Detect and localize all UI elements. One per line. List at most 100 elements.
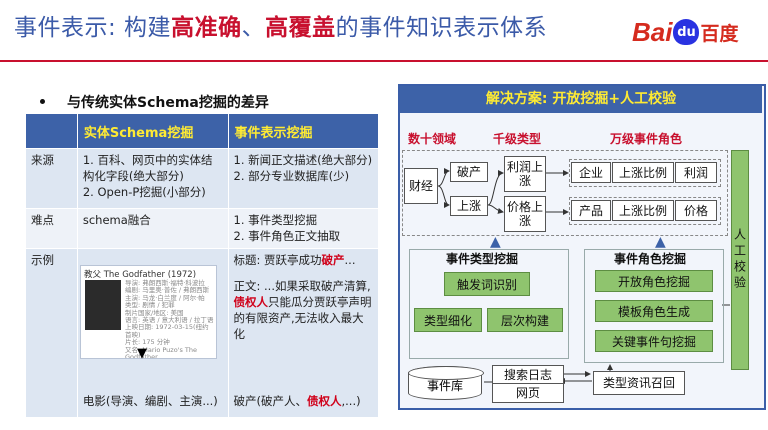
label-domains: 数十领域: [408, 132, 457, 146]
example-text: 正文: ...如果采取破产清算,: [233, 279, 371, 293]
row-label-difficulty: 难点: [25, 208, 78, 249]
title-highlight-coverage: 高覆盖: [265, 15, 336, 41]
node-label: 破产: [456, 165, 481, 179]
node-label: 财经: [408, 179, 433, 193]
poster-line: 类型: 剧情 / 犯罪: [125, 301, 175, 310]
role-group-price: [569, 197, 721, 225]
table-header-entity-schema: 实体Schema挖掘: [76, 113, 229, 149]
solution-panel-header: 解决方案: 开放挖掘+人工校验: [400, 86, 762, 113]
cell-line: 2. Open-P挖掘(小部分): [82, 185, 206, 199]
template-role-gen: 模板角色生成: [595, 300, 713, 322]
poster-line: 上映日期: 1972-03-15(纽约首映): [125, 323, 209, 339]
cell-line: 1. 百科、网页中的实体结构化字段(绝大部分): [82, 153, 213, 183]
event-db-label: 事件库: [426, 379, 463, 393]
example-text: ...: [344, 253, 356, 267]
title-highlight-accuracy: 高准确: [171, 15, 242, 41]
step-label: 关键事件句挖掘: [611, 334, 696, 349]
title-part: 的事件知识表示体系: [335, 15, 548, 41]
table-row: 来源 1. 百科、网页中的实体结构化字段(绝大部分) 2. Open-P挖掘(小…: [25, 148, 379, 209]
poster-line: 语言: 英语 / 意大利语 / 拉丁语: [125, 316, 214, 325]
comparison-table: 实体Schema挖掘 事件表示挖掘 来源 1. 百科、网页中的实体结构化字段(绝…: [25, 113, 379, 418]
example-frame-line: 破产(破产人、债权人,...): [234, 393, 361, 409]
step-label: 触发词识别: [456, 277, 517, 292]
title-part: 事件表示: 构建: [14, 15, 172, 41]
poster-line: 编剧: 马里奥·普佐 / 弗朗西斯: [125, 286, 210, 295]
bullet-dot-icon: [40, 98, 45, 104]
baidu-logo: Bai du 百度: [632, 14, 738, 50]
logo-text-baidu-cn: 百度: [700, 22, 739, 45]
poster-line: 片长: 175 分钟: [125, 338, 170, 347]
role-label: 产品: [578, 203, 603, 218]
role-rise-ratio: 上涨比例: [612, 200, 674, 221]
step-label: 层次构建: [500, 313, 549, 328]
node-label: 利润上涨: [506, 160, 543, 188]
manual-check-label: 人工校验: [732, 228, 747, 292]
section-bullet: 与传统实体Schema挖掘的差异: [40, 92, 269, 112]
cell-line: 2. 事件角色正文抽取: [233, 229, 341, 243]
role-profit: 利润: [675, 162, 717, 183]
cell-line: 1. 新闻正文描述(绝大部分): [233, 153, 373, 167]
example-highlight: 债权人: [233, 295, 269, 309]
table-header-event-repr: 事件表示挖掘: [227, 113, 379, 149]
solution-panel: [398, 84, 766, 410]
arrow-down-icon: ▼: [137, 346, 147, 361]
recall-label: 类型资讯召回: [602, 376, 675, 390]
example-highlight: 债权人: [307, 394, 342, 408]
role-label: 上涨比例: [618, 165, 667, 180]
poster-line: 主演: 马龙·白兰度 / 阿尔·帕: [125, 293, 205, 302]
role-mining-title: 事件角色挖掘: [614, 252, 687, 266]
table-cell: schema融合: [76, 208, 229, 249]
step-label: 开放角色挖掘: [617, 274, 690, 289]
title-divider: [0, 60, 768, 62]
cell-line: 1. 事件类型挖掘: [233, 213, 318, 227]
poster-line: 导演: 弗朗西斯·福特·科波拉: [125, 279, 205, 287]
example-text: 破产(破产人、: [233, 394, 308, 408]
node-profit-rise: 利润上涨: [504, 156, 546, 192]
webpage-source: 网页: [492, 383, 564, 403]
role-enterprise: 企业: [571, 162, 611, 183]
node-finance: 财经: [404, 168, 438, 204]
open-role-mining: 开放角色挖掘: [595, 270, 713, 292]
source-label: 搜索日志: [503, 368, 552, 382]
example-body-line: 正文: ...如果采取破产清算, 债权人只能瓜分贾跃亭声明的有限资产,无法收入最大…: [234, 278, 374, 342]
table-cell-example-event: 标题: 贾跃亭成功破产... 正文: ...如果采取破产清算,债权人只能瓜分贾跃…: [227, 248, 379, 418]
step-label: 模板角色生成: [617, 304, 690, 319]
node-label: 上涨: [456, 199, 481, 213]
role-label: 上涨比例: [618, 203, 667, 218]
slide-title: 事件表示: 构建高准确、高覆盖的事件知识表示体系: [14, 8, 547, 42]
event-database: 事件库: [408, 366, 484, 400]
example-text: 标题: 贾跃亭成功: [233, 253, 322, 267]
role-product: 产品: [571, 200, 611, 221]
title-separator: 、: [241, 15, 266, 41]
node-bankruptcy: 破产: [450, 162, 488, 182]
example-highlight: 破产: [321, 253, 345, 267]
table-cell: 1. 百科、网页中的实体结构化字段(绝大部分) 2. Open-P挖掘(小部分): [76, 148, 229, 209]
table-header-cell: [25, 113, 78, 149]
type-news-recall: 类型资讯召回: [593, 371, 685, 395]
label-roles: 万级事件角色: [610, 132, 683, 146]
role-mining-frame: [584, 249, 724, 363]
role-group-profit: [569, 159, 721, 187]
example-text: 只能瓜分贾跃亭声明的有限资产,无法收入最大化: [233, 295, 372, 341]
example-text: ,...): [341, 394, 361, 408]
type-mining-title: 事件类型挖掘: [446, 252, 519, 266]
poster-title: 教父 The Godfather (1972): [84, 270, 197, 280]
logo-text-du: du: [677, 24, 696, 40]
role-label: 利润: [683, 165, 708, 180]
logo-text-bai: Bai: [632, 16, 673, 47]
table-header-row: 实体Schema挖掘 事件表示挖掘: [25, 113, 379, 149]
role-label: 企业: [578, 165, 603, 180]
example-title-line: 标题: 贾跃亭成功破产...: [234, 252, 374, 268]
type-refine: 类型细化: [414, 308, 482, 332]
key-sentence-mining: 关键事件句挖掘: [595, 330, 713, 352]
role-label: 价格: [683, 203, 708, 218]
arrow-up-icon: ▲: [490, 234, 501, 250]
poster-details: 导演: 弗朗西斯·福特·科波拉 编剧: 马里奥·普佐 / 弗朗西斯 主演: 马龙…: [125, 279, 214, 358]
node-rise: 上涨: [450, 196, 488, 216]
bullet-text: 与传统实体Schema挖掘的差异: [67, 95, 269, 111]
role-price: 价格: [675, 200, 717, 221]
node-price-rise: 价格上涨: [504, 196, 546, 232]
type-mining-frame: [409, 249, 569, 359]
poster-line: 制片国家/地区: 美国: [125, 308, 184, 317]
step-label: 类型细化: [423, 313, 472, 328]
